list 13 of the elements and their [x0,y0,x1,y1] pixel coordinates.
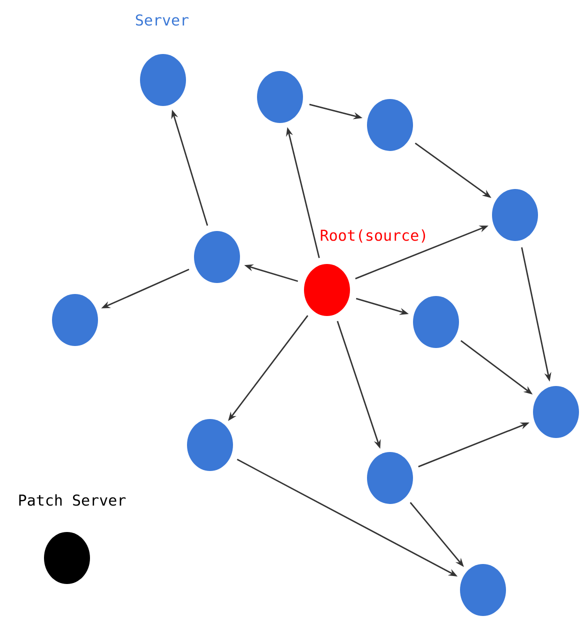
server-circle [460,564,506,616]
server-circle [194,231,240,283]
server-circle [367,99,413,151]
server-circle [492,189,538,241]
server-circle [187,419,233,471]
node-label: Root(source) [318,228,430,244]
server-circle [52,294,98,346]
node-label: Server [134,13,190,27]
server-circle [533,386,579,438]
server-circle [367,452,413,504]
server-circle [413,296,459,348]
server-circle [257,71,303,123]
node-label: Patch Server [16,493,128,507]
